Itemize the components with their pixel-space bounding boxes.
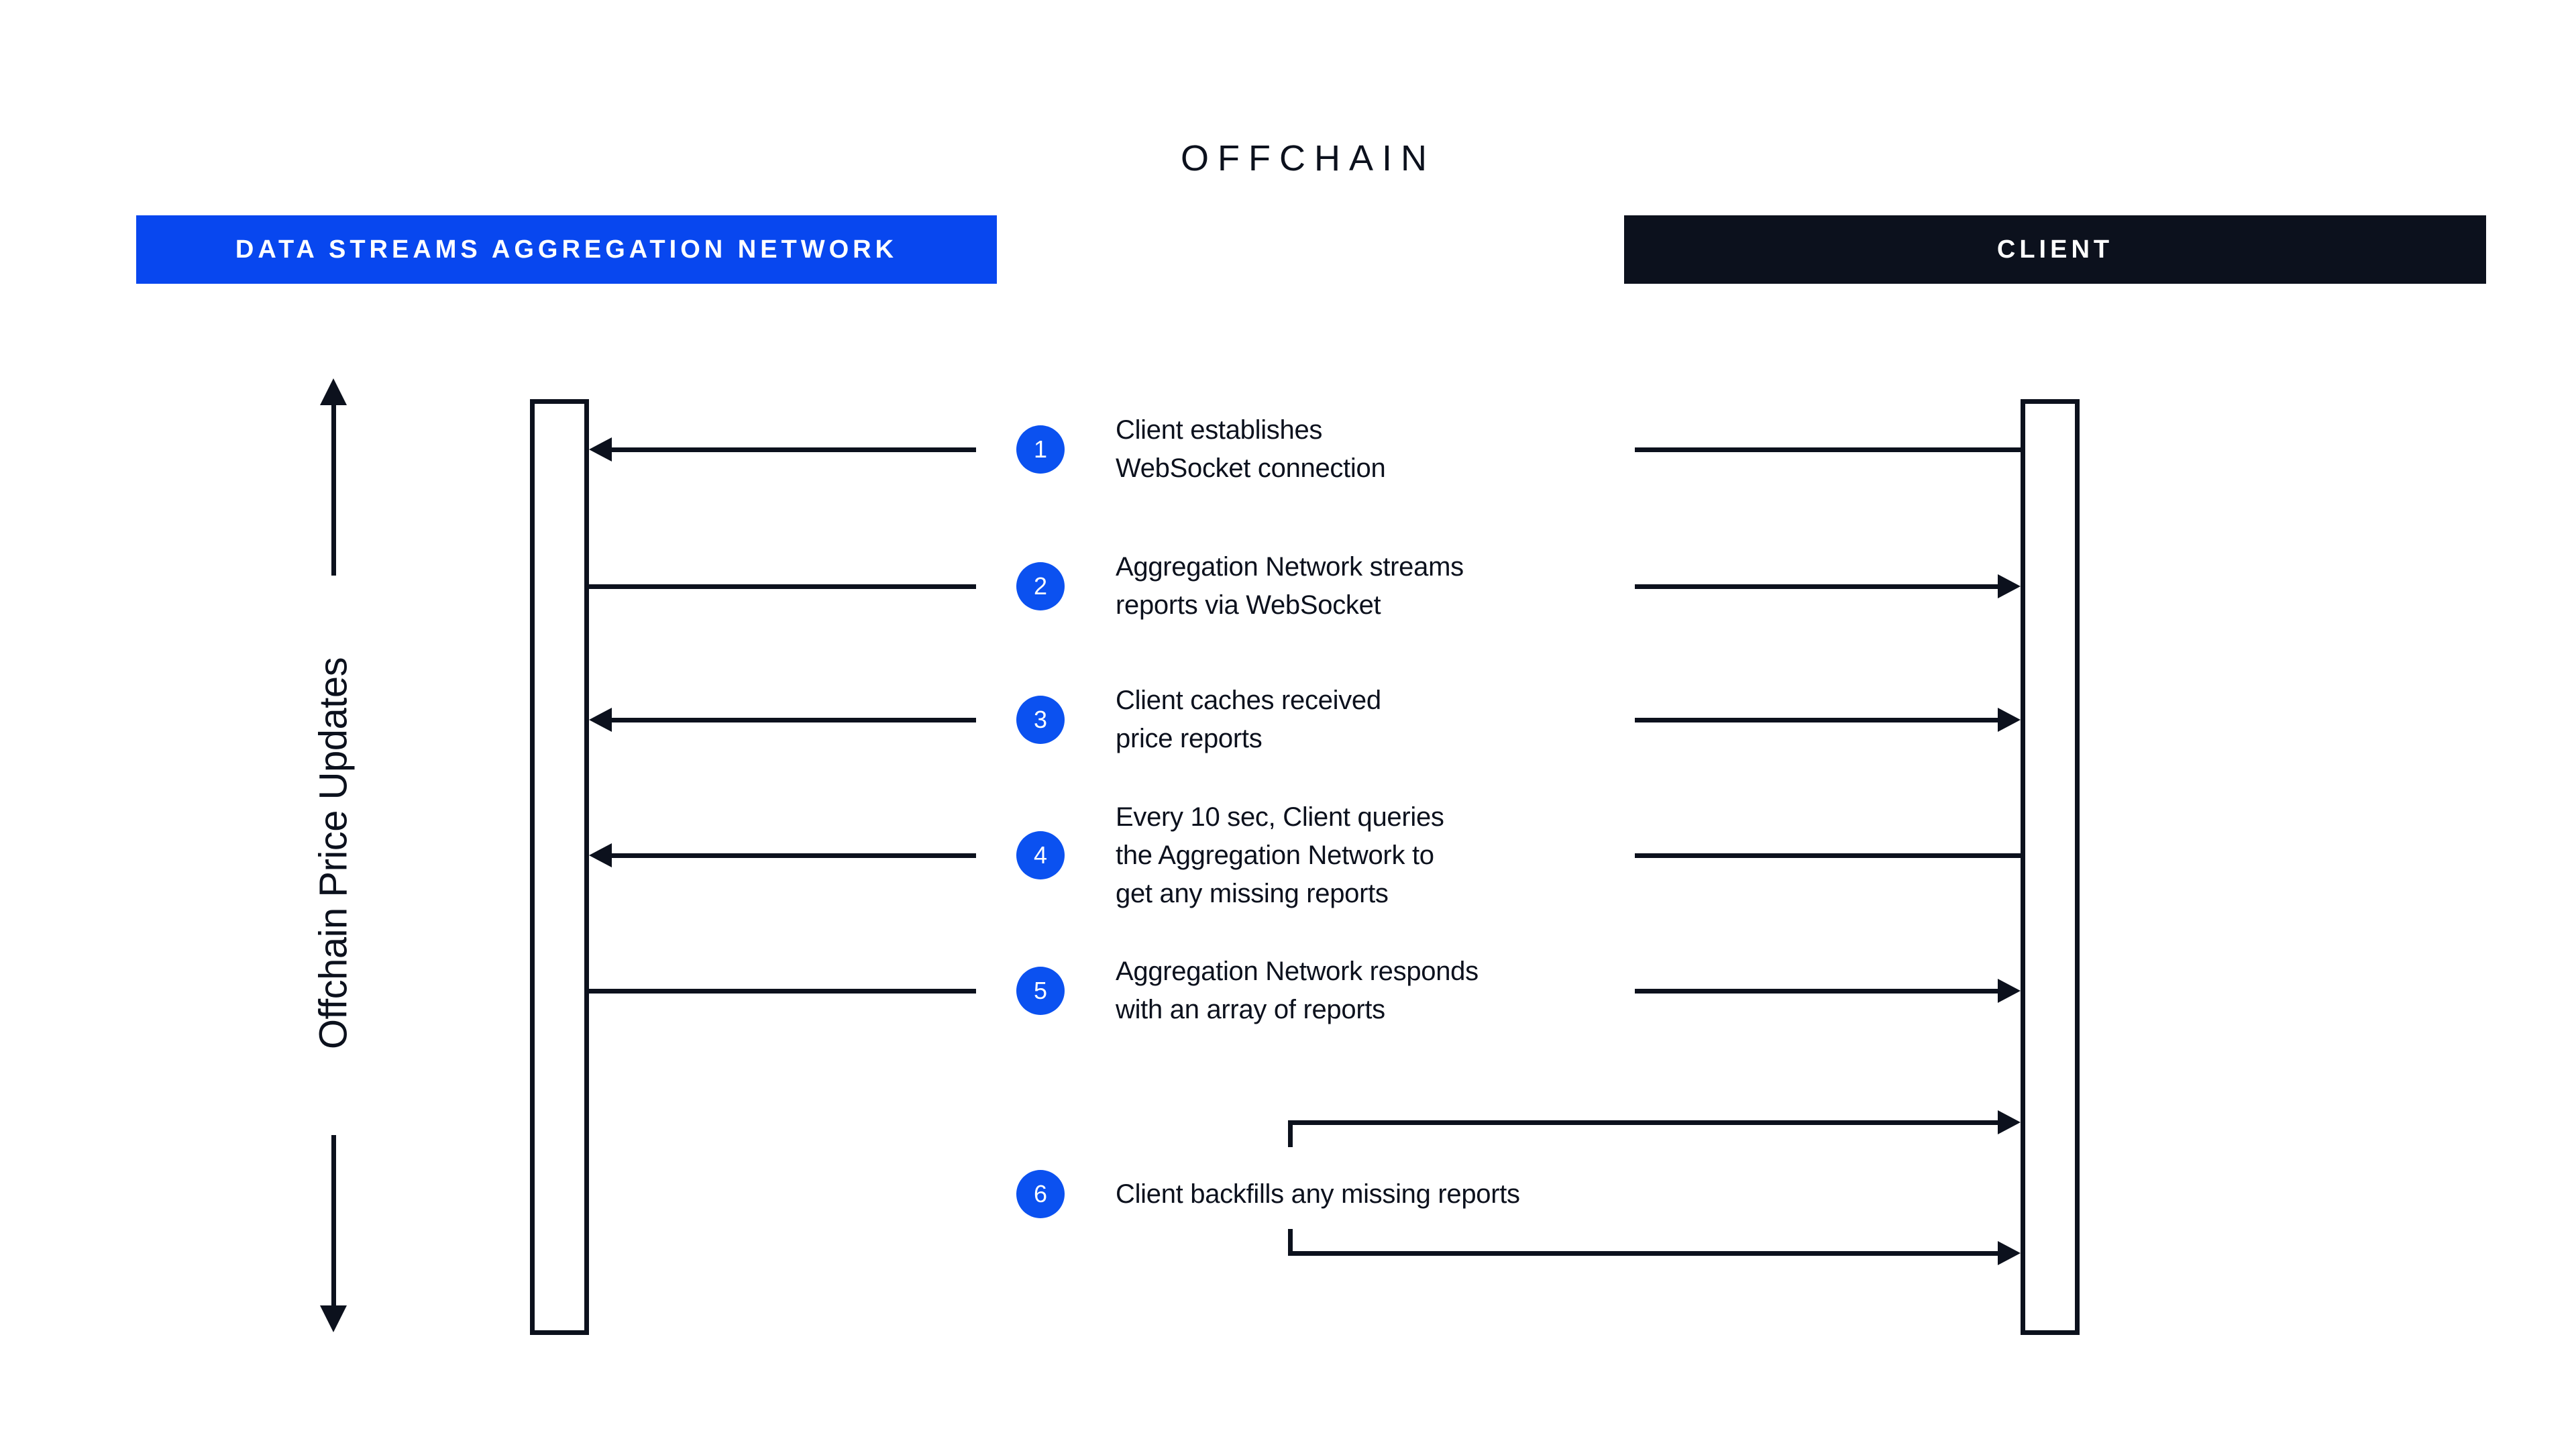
axis-line-top	[331, 404, 336, 576]
axis-up-arrowhead-icon	[320, 378, 347, 405]
step-number-3: 3	[1033, 706, 1048, 733]
step-text-2-line-2: reports via WebSocket	[1116, 590, 1381, 620]
row1-left-line	[608, 447, 976, 452]
row3-right-line	[1635, 718, 2003, 722]
step-badge-1: 1	[1016, 425, 1065, 474]
step-badge-6: 6	[1016, 1170, 1065, 1218]
step-text-2: Aggregation Network streams reports via …	[1116, 548, 1464, 625]
step-text-4-line-3: get any missing reports	[1116, 879, 1389, 908]
row1-right-line	[1635, 447, 2021, 452]
step-text-5-line-1: Aggregation Network responds	[1116, 957, 1479, 986]
step-badge-4: 4	[1016, 831, 1065, 879]
step-text-5: Aggregation Network responds with an arr…	[1116, 953, 1479, 1029]
network-header-label: DATA STREAMS AGGREGATION NETWORK	[235, 235, 898, 264]
step-badge-3: 3	[1016, 696, 1065, 744]
row6-bottom-bracket-stub	[1288, 1229, 1293, 1256]
step-text-3-line-2: price reports	[1116, 724, 1263, 753]
row3-left-line	[608, 718, 976, 722]
step-number-1: 1	[1033, 435, 1048, 463]
row5-right-arrowhead-icon	[1998, 979, 2021, 1003]
row5-left-line	[589, 989, 976, 994]
step-text-6: Client backfills any missing reports	[1116, 1175, 1520, 1214]
client-header-label: CLIENT	[1996, 235, 2114, 264]
step-text-1: Client establishes WebSocket connection	[1116, 411, 1386, 488]
axis-line-bottom	[331, 1135, 336, 1308]
row6-bottom-arrowhead-icon	[1998, 1241, 2021, 1265]
client-header-banner: CLIENT	[1624, 215, 2486, 284]
row2-left-line	[589, 584, 976, 589]
row4-left-line	[608, 853, 976, 858]
row4-right-line	[1635, 853, 2021, 858]
step-number-2: 2	[1033, 572, 1048, 600]
network-header-banner: DATA STREAMS AGGREGATION NETWORK	[136, 215, 997, 284]
row6-top-bracket-line	[1288, 1120, 2003, 1125]
row6-top-arrowhead-icon	[1998, 1110, 2021, 1134]
page-title: OFFCHAIN	[1181, 138, 1436, 178]
step-text-3: Client caches received price reports	[1116, 682, 1381, 758]
row6-top-bracket-stub	[1288, 1120, 1293, 1147]
step-number-5: 5	[1033, 977, 1048, 1004]
step-text-1-line-1: Client establishes	[1116, 415, 1323, 445]
step-number-6: 6	[1033, 1180, 1048, 1208]
step-text-4-line-2: the Aggregation Network to	[1116, 841, 1434, 870]
step-badge-2: 2	[1016, 562, 1065, 610]
axis-label: Offchain Price Updates	[311, 657, 356, 1050]
row5-right-line	[1635, 989, 2003, 994]
axis-down-arrowhead-icon	[320, 1305, 347, 1332]
row2-right-line	[1635, 584, 2003, 589]
step-text-6-line-1: Client backfills any missing reports	[1116, 1179, 1520, 1209]
step-badge-5: 5	[1016, 967, 1065, 1015]
row2-right-arrowhead-icon	[1998, 574, 2021, 598]
step-text-4-line-1: Every 10 sec, Client queries	[1116, 802, 1444, 832]
step-text-1-line-2: WebSocket connection	[1116, 453, 1386, 483]
step-number-4: 4	[1033, 841, 1048, 869]
row6-bottom-bracket-line	[1288, 1251, 2003, 1256]
step-text-2-line-1: Aggregation Network streams	[1116, 552, 1464, 582]
client-lifeline	[2021, 399, 2080, 1335]
row3-right-arrowhead-icon	[1998, 708, 2021, 732]
network-lifeline	[530, 399, 589, 1335]
step-text-5-line-2: with an array of reports	[1116, 995, 1385, 1024]
step-text-3-line-1: Client caches received	[1116, 686, 1381, 715]
step-text-4: Every 10 sec, Client queries the Aggrega…	[1116, 798, 1444, 913]
